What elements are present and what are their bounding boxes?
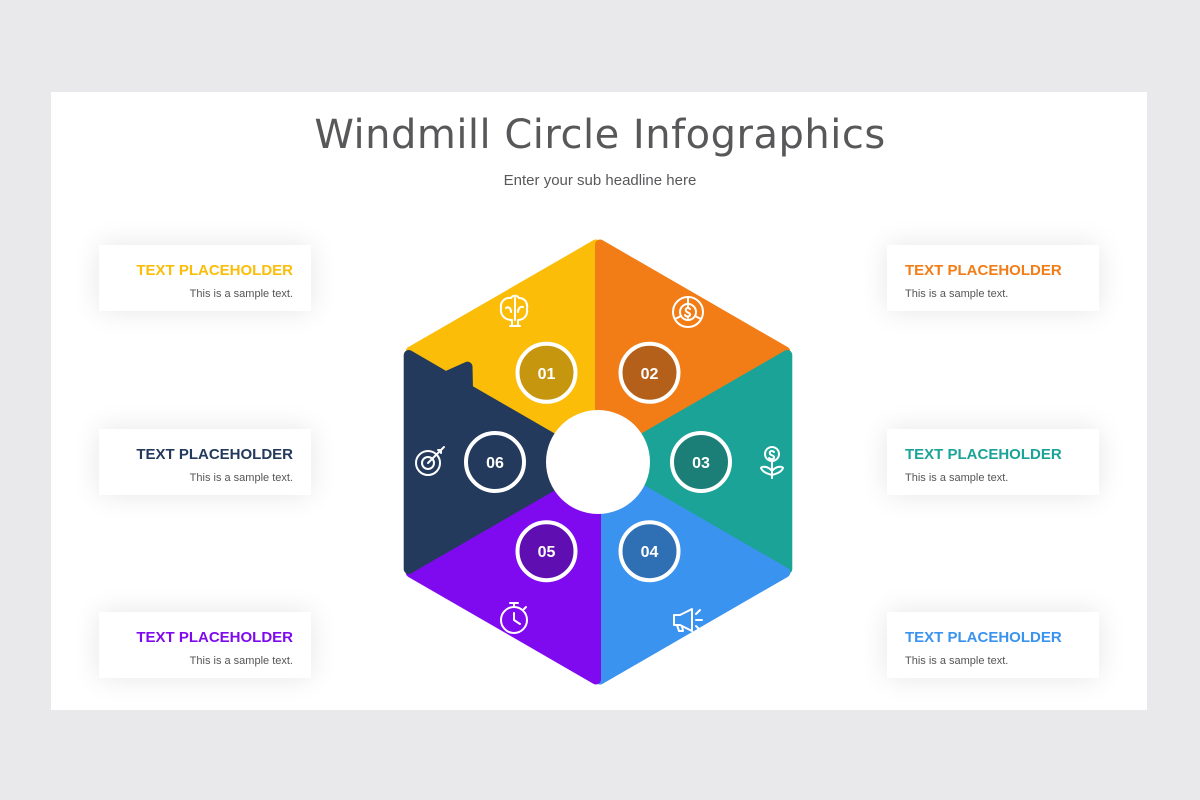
- page-title: Windmill Circle Infographics: [314, 112, 886, 158]
- badge-05: 05: [515, 520, 578, 583]
- card-3: TEXT PLACEHOLDER This is a sample text.: [887, 429, 1099, 495]
- money-plant-icon: [760, 446, 784, 479]
- card-5-title: TEXT PLACEHOLDER: [136, 629, 293, 646]
- badge-circle-02: [618, 341, 681, 404]
- card-6-text: This is a sample text.: [189, 472, 293, 484]
- segment-number-01: 01: [538, 366, 556, 383]
- money-chart-icon: [672, 296, 704, 328]
- badge-04: 04: [618, 520, 681, 583]
- stopwatch-icon: [500, 602, 528, 634]
- badge-circle-06: [464, 431, 526, 493]
- segment-number-03: 03: [692, 455, 710, 472]
- card-4-text: This is a sample text.: [905, 655, 1009, 667]
- badge-circle-03: [670, 431, 732, 493]
- badge-circle-04: [618, 520, 681, 583]
- card-4-title: TEXT PLACEHOLDER: [905, 629, 1062, 646]
- brain-icon: [499, 294, 529, 327]
- badge-circle-05: [515, 520, 578, 583]
- badge-01: 01: [515, 341, 578, 404]
- card-1-text: This is a sample text.: [189, 288, 293, 300]
- badge-03: 03: [670, 431, 732, 493]
- card-2-title: TEXT PLACEHOLDER: [905, 262, 1062, 279]
- center-hub: [546, 410, 650, 514]
- card-6-title: TEXT PLACEHOLDER: [136, 446, 293, 463]
- segment-number-04: 04: [641, 544, 659, 561]
- segment-number-05: 05: [538, 544, 556, 561]
- card-3-title: TEXT PLACEHOLDER: [905, 446, 1062, 463]
- segment-number-02: 02: [641, 366, 659, 383]
- badge-circle-01: [515, 341, 578, 404]
- segment-number-06: 06: [486, 455, 504, 472]
- card-5-text: This is a sample text.: [189, 655, 293, 667]
- card-6: TEXT PLACEHOLDER This is a sample text.: [99, 429, 311, 495]
- card-2: TEXT PLACEHOLDER This is a sample text.: [887, 245, 1099, 311]
- card-5: TEXT PLACEHOLDER This is a sample text.: [99, 612, 311, 678]
- card-3-text: This is a sample text.: [905, 472, 1009, 484]
- badge-06: 06: [464, 431, 526, 493]
- page-subtitle: Enter your sub headline here: [503, 172, 697, 189]
- megaphone-icon: [673, 608, 703, 632]
- target-icon: [415, 446, 445, 476]
- card-4: TEXT PLACEHOLDER This is a sample text.: [887, 612, 1099, 678]
- card-1-title: TEXT PLACEHOLDER: [136, 262, 293, 279]
- badge-02: 02: [618, 341, 681, 404]
- card-2-text: This is a sample text.: [905, 288, 1009, 300]
- card-1: TEXT PLACEHOLDER This is a sample text.: [99, 245, 311, 311]
